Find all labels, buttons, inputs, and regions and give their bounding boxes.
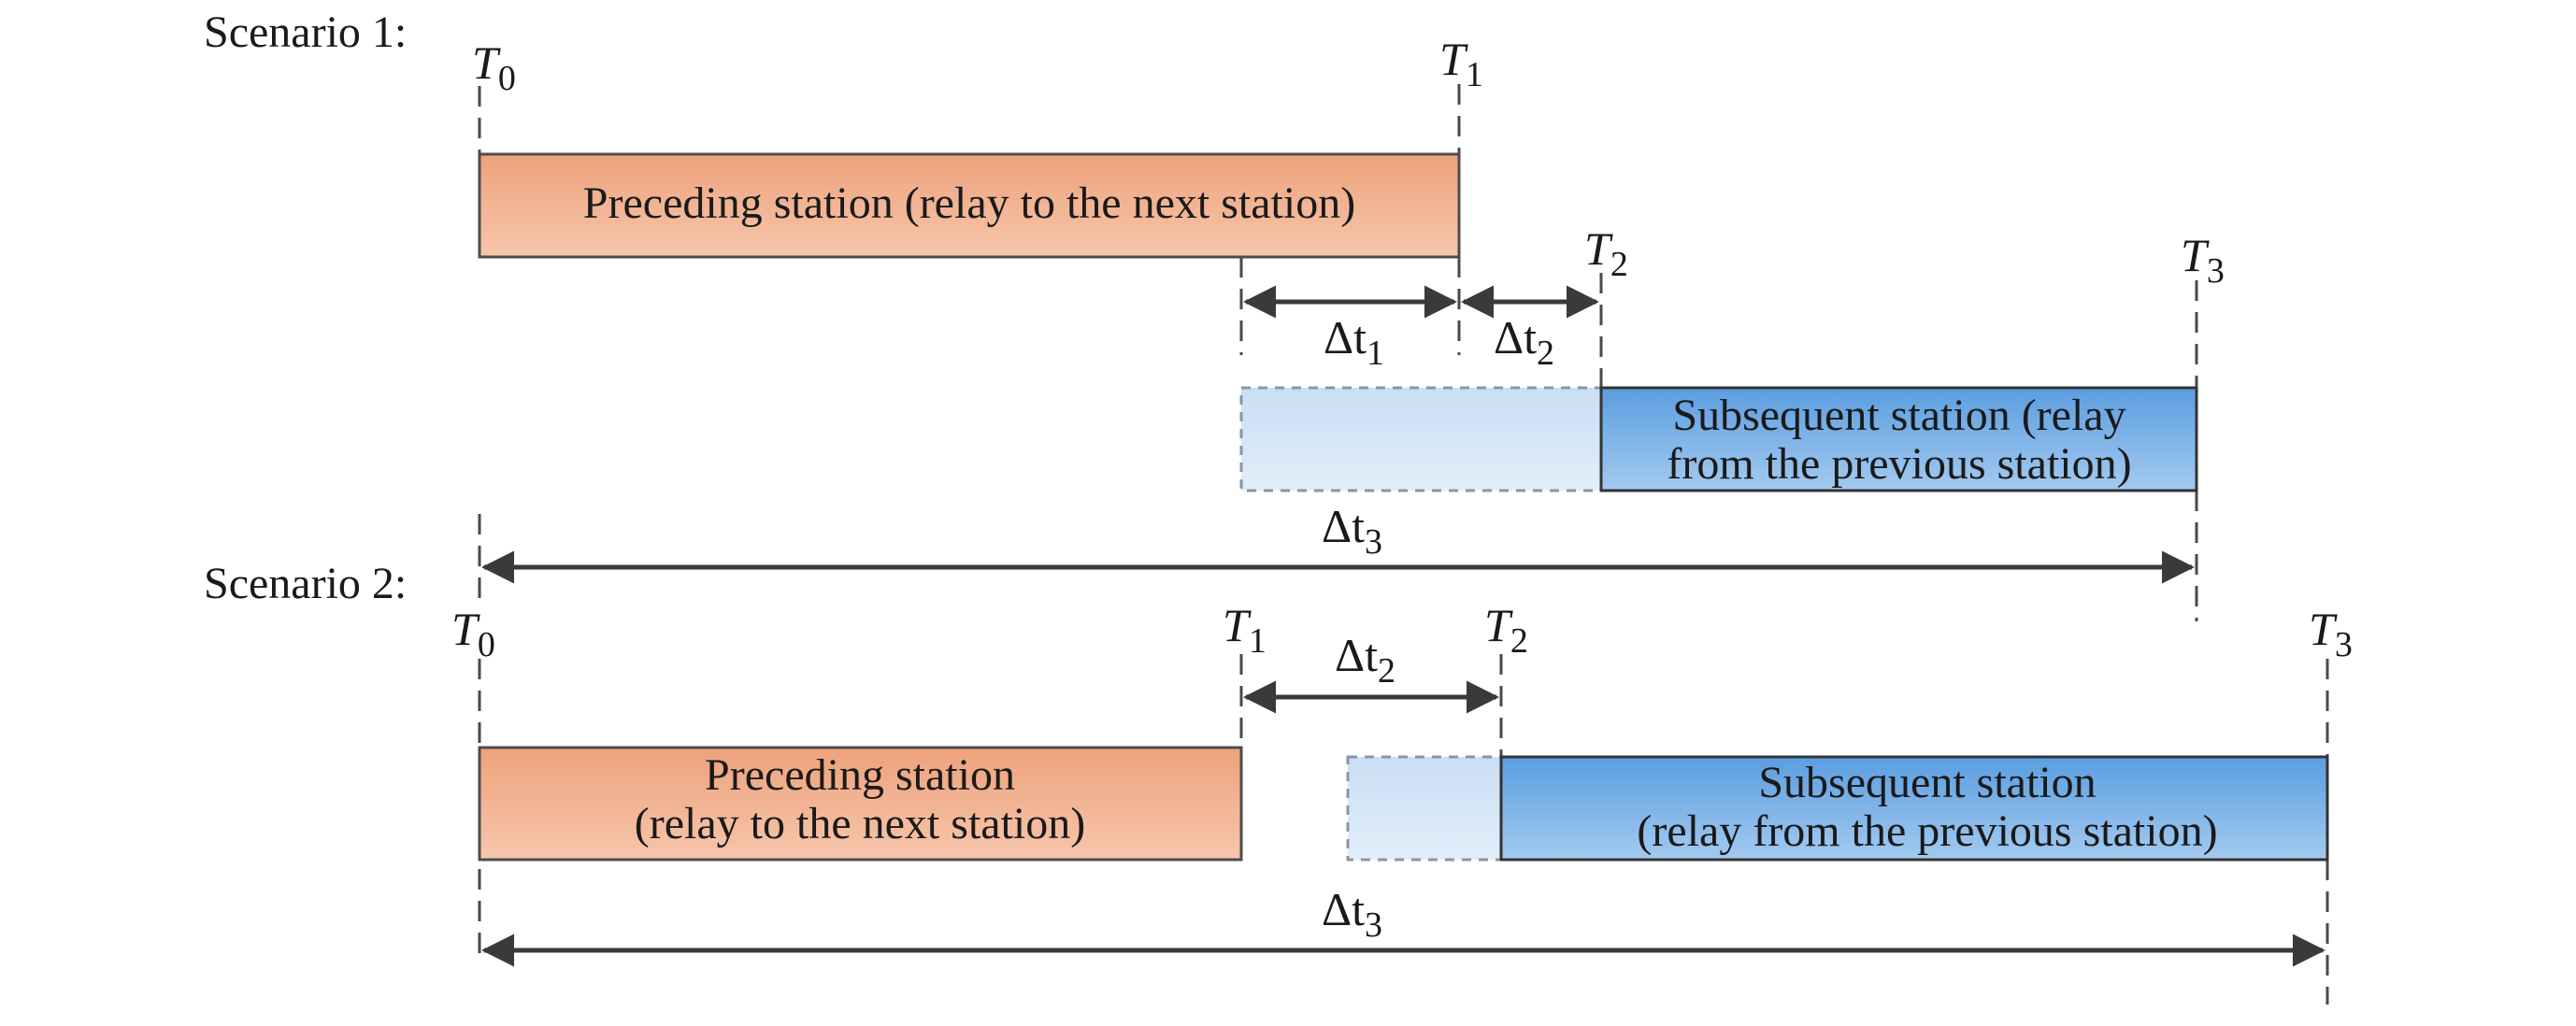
s2-t3-marker: T3 — [2309, 603, 2353, 1005]
s1-dt2-label: Δt2 — [1494, 311, 1554, 373]
s2-dt2-label: Δt2 — [1335, 629, 1395, 691]
s1-early-window-bar — [1239, 386, 1603, 492]
scenario-2: Scenario 2: T0 T1 T2 T3 Δt2 Preceding st… — [204, 559, 2353, 1005]
s1-subsequent-station-bar: Subsequent station (relay from the previ… — [1599, 386, 2198, 492]
s1-t3-label: T3 — [2181, 229, 2225, 291]
s1-preceding-station-bar: Preceding station (relay to the next sta… — [478, 152, 1461, 259]
s1-subsequent-label-line2: from the previous station) — [1667, 439, 2131, 489]
scenario-2-label: Scenario 2: — [204, 559, 407, 608]
s1-t3-marker: T3 — [2181, 229, 2225, 621]
s2-t0-label: T0 — [451, 603, 495, 664]
s2-preceding-label-line1: Preceding station — [705, 750, 1015, 800]
s1-dt1-label: Δt1 — [1324, 311, 1384, 373]
s2-preceding-station-bar: Preceding station (relay to the next sta… — [478, 746, 1243, 862]
s2-t2-label: T2 — [1484, 599, 1528, 661]
s1-t0-label: T0 — [472, 36, 516, 98]
s2-dt3-label: Δt3 — [1322, 883, 1382, 945]
s1-t0-marker: T0 — [472, 36, 516, 154]
s1-preceding-label: Preceding station (relay to the next sta… — [583, 178, 1355, 228]
s2-t1-marker: T1 — [1223, 599, 1267, 748]
scenario-1: Scenario 1: T0 T1 T2 T3 Preceding statio… — [204, 7, 2225, 621]
s1-t1-marker: T1 — [1439, 33, 1483, 355]
s2-t3-label: T3 — [2309, 603, 2353, 664]
s2-subsequent-station-bar: Subsequent station (relay from the previ… — [1499, 755, 2329, 862]
s1-dt3-label: Δt3 — [1322, 500, 1382, 562]
s1-subsequent-label-line1: Subsequent station (relay — [1672, 391, 2125, 440]
s1-t2-label: T2 — [1584, 222, 1628, 284]
s2-preceding-label-line2: (relay to the next station) — [635, 799, 1086, 848]
s2-subsequent-label-line2: (relay from the previous station) — [1637, 806, 2217, 856]
s2-t1-label: T1 — [1223, 599, 1267, 661]
s1-t2-marker: T2 — [1584, 222, 1628, 388]
s2-t0-marker: T0 — [451, 603, 495, 748]
s1-t1-label: T1 — [1439, 33, 1483, 94]
scenario-1-label: Scenario 1: — [204, 7, 407, 57]
s2-t2-marker: T2 — [1484, 599, 1528, 757]
s2-early-window-bar — [1346, 755, 1503, 862]
s2-subsequent-label-line1: Subsequent station — [1758, 758, 2096, 807]
